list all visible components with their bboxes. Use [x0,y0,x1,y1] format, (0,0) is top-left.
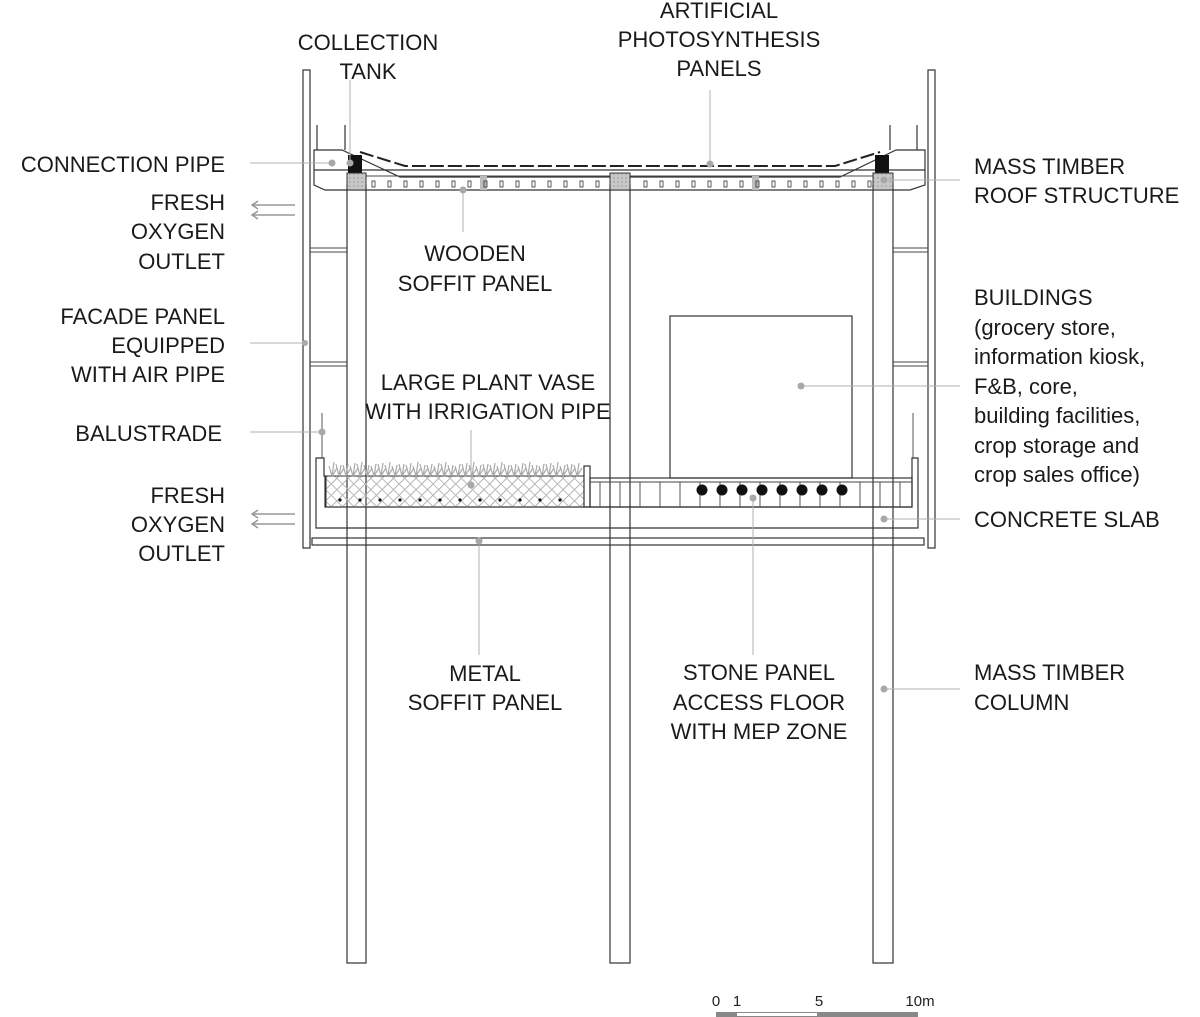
photosynthesis-panels [359,151,881,167]
mass-timber-columns [346,184,894,964]
label-buildings: BUILDINGS (grocery store, information ki… [974,285,1151,487]
leader-lines [250,80,960,693]
scale-tick-0: 0 [712,993,720,1010]
mep-pipe [816,484,828,496]
mep-pipe [836,484,848,496]
access-floor [589,477,913,508]
mep-pipes [696,484,848,496]
label-balustrade: BALUSTRADE [75,421,222,446]
irrigation-pipes [338,498,562,502]
scale-tick-5: 5 [815,993,823,1010]
mep-pipe [776,484,788,496]
collection-tank-right [875,155,889,173]
metal-soffit-panel [311,537,925,546]
plant-vase [325,461,591,508]
building-volume [669,315,853,479]
label-concrete-slab: CONCRETE SLAB [974,507,1160,532]
facade-panels [302,69,936,549]
scale-tick-1: 1 [733,993,741,1010]
plants [328,461,583,477]
mep-pipe [716,484,728,496]
mep-pipe [696,484,708,496]
label-connection-pipe: CONNECTION PIPE [21,152,225,177]
wooden-soffit-panel [371,180,872,188]
mep-pipe [756,484,768,496]
roof-structure [313,125,926,191]
scale-bar: 0 1 5 10m [712,993,935,1017]
mep-pipe [736,484,748,496]
mep-pipe [796,484,808,496]
oxygen-outlet-arrows [250,200,295,529]
collection-tank-left [348,155,362,173]
scale-tick-10m: 10m [905,993,934,1010]
